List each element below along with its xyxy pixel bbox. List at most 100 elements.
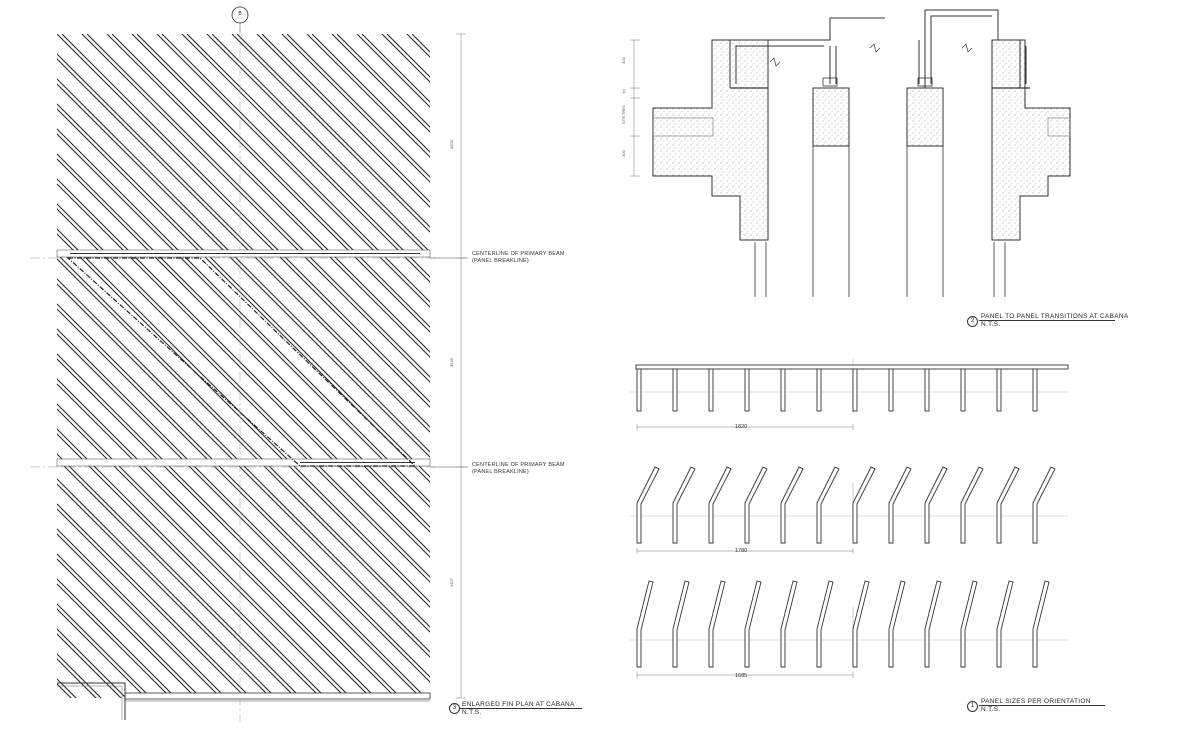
fin-line (57, 158, 430, 533)
fin-line (57, 303, 430, 678)
fin-line (286, 34, 430, 178)
panel-top-plate (635, 364, 1069, 370)
fin-line (57, 358, 397, 698)
panel-fin (924, 466, 948, 544)
fin-line (111, 34, 430, 353)
panel-fin (888, 580, 906, 668)
scale-text: N.T.S. (981, 705, 1001, 713)
fin-line (57, 103, 430, 478)
detail-2-title: PANEL TO PANEL TRANSITIONS AT CABANA N.T… (981, 313, 1128, 328)
fin-line (57, 78, 430, 453)
panel-fin (888, 466, 912, 544)
panel-dim-1820: 1820 (735, 424, 748, 430)
annotation-subline: (PANEL BREAKLINE) (472, 258, 529, 264)
panel-fin (636, 466, 660, 544)
fin-line (57, 333, 422, 698)
fin-line (206, 34, 430, 258)
fin-line (57, 233, 430, 608)
fin-plan-dimension-chain (456, 33, 466, 699)
fin-line (281, 34, 430, 183)
annotation-line: CENTERLINE OF PRIMARY BEAM (472, 251, 565, 257)
panel-fin (924, 580, 942, 668)
fin-line (57, 58, 430, 433)
dim-upper: 4500 (448, 140, 454, 149)
fin-line (507, 34, 1197, 724)
panel-breakline-upper (56, 249, 431, 258)
detail-1-title: PANEL SIZES PER ORIENTATION N.T.S. (981, 698, 1091, 713)
fin-line (57, 433, 322, 698)
fin-line (0, 34, 22, 724)
fin-line (57, 503, 252, 698)
panel-fin (960, 368, 966, 412)
fin-line (532, 34, 1200, 724)
panel-fin (996, 466, 1020, 544)
panel-dim-1685: 1685 (735, 673, 748, 679)
dim-lower: 3437 (448, 578, 454, 587)
fin-line (57, 383, 372, 698)
inner-post-right (906, 87, 944, 297)
fin-line (57, 553, 202, 698)
fin-line (0, 34, 2, 724)
fin-line (236, 34, 430, 228)
fin-line (57, 228, 430, 603)
fin-line (57, 403, 352, 698)
fin-line (106, 34, 430, 358)
fin-line (57, 278, 430, 653)
grid-bubble (231, 6, 249, 32)
fin-line (57, 253, 430, 628)
panel-fin (1032, 580, 1050, 668)
grid-bubble-label: B (238, 11, 242, 17)
title-text: ENLARGED FIN PLAN AT CABANA (462, 701, 575, 708)
inner-post-left (812, 87, 850, 297)
fin-line (57, 208, 430, 583)
fin-line (57, 378, 377, 698)
panel-fin (636, 368, 642, 412)
dim-str: STR.TREL (621, 104, 627, 125)
panel-fin (744, 368, 750, 412)
panel-dim-1780: 1780 (735, 548, 748, 554)
fin-line (131, 34, 430, 333)
panel-sizes (630, 359, 1069, 678)
fin-line (57, 458, 297, 698)
beam-annotation-lower: CENTERLINE OF PRIMARY BEAM (PANEL BREAKL… (472, 462, 565, 476)
panel-fin (780, 466, 804, 544)
panel-fin (744, 466, 768, 544)
fin-line (261, 34, 430, 203)
fin-line (211, 34, 430, 253)
fin-line (57, 533, 222, 698)
panel-fin (960, 466, 984, 544)
fin-line (57, 583, 172, 698)
panel-fin (852, 580, 870, 668)
panel-fin (888, 368, 894, 412)
fin-line (156, 34, 430, 308)
fin-line (57, 203, 430, 578)
fin-line (57, 478, 277, 698)
dim-300: 300 (620, 150, 626, 157)
fin-line (57, 153, 430, 528)
panel-fin (960, 580, 978, 668)
panel-fin (780, 368, 786, 412)
panel-fin (816, 368, 822, 412)
fin-line (57, 408, 347, 698)
panel-fin (852, 466, 876, 544)
fin-line (57, 283, 430, 658)
transition-section (630, 9, 1071, 297)
annotation-subline: (PANEL BREAKLINE) (472, 469, 529, 475)
panel-fin (996, 368, 1002, 412)
fin-plan (0, 6, 1200, 724)
fin-line (57, 508, 247, 698)
fin-line (57, 453, 302, 698)
fin-line (311, 34, 430, 153)
detail-3-title-rule (460, 708, 582, 709)
detail-3-number: 3 (449, 703, 460, 714)
break-marks (769, 43, 973, 67)
fin-line (57, 83, 430, 458)
fin-line (57, 258, 430, 633)
fin-line (181, 34, 430, 283)
panel-fin (816, 466, 840, 544)
fin-line (0, 34, 27, 724)
detail-2-title-rule (979, 320, 1115, 321)
panel-fin (708, 368, 714, 412)
panel-fin (636, 580, 654, 668)
beam-annotation-upper: CENTERLINE OF PRIMARY BEAM (PANEL BREAKL… (472, 251, 565, 265)
